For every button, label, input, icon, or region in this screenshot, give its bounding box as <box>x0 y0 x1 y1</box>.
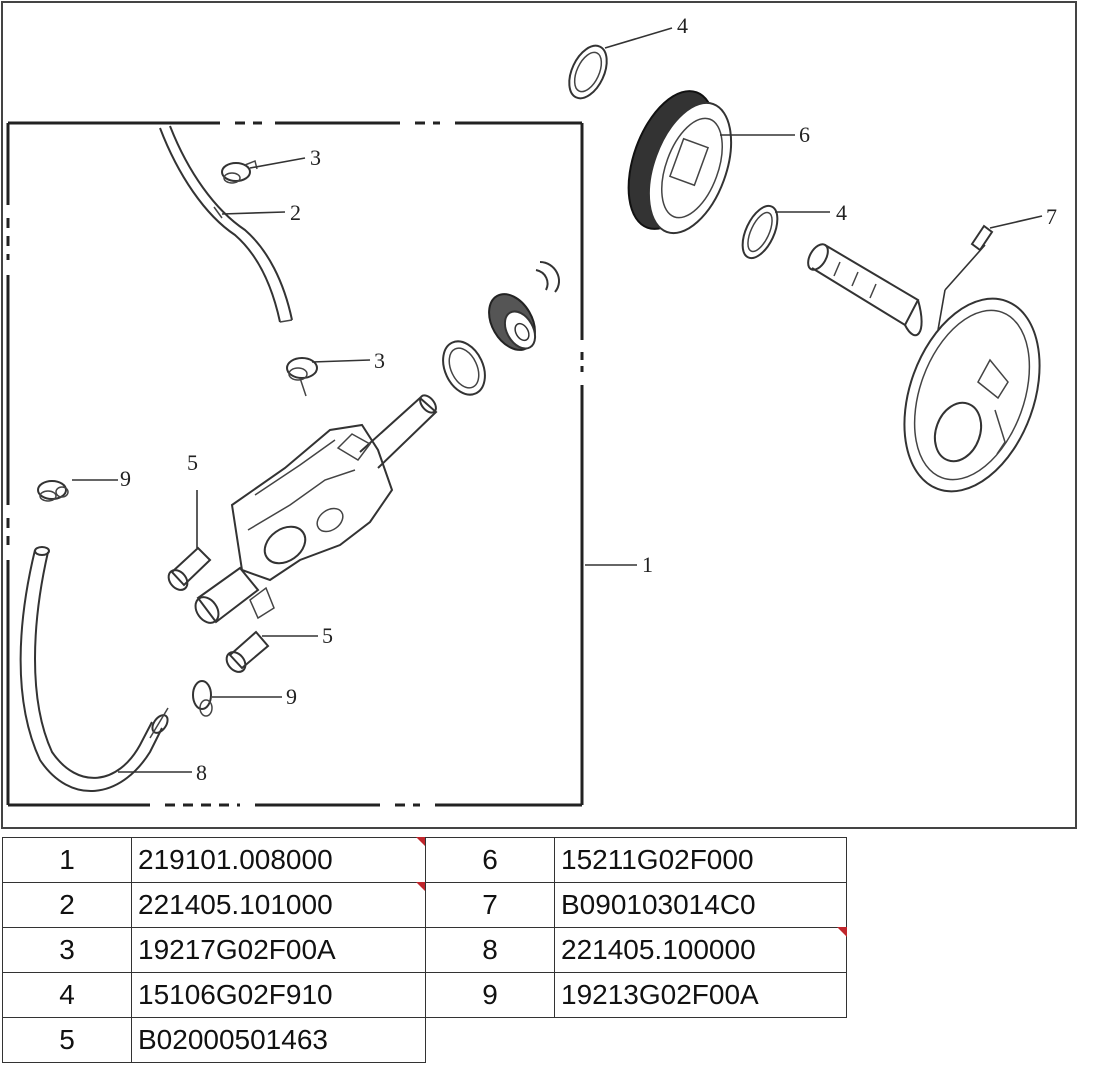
part-number-cell: 7 <box>425 882 555 928</box>
callout-4-upper: 4 <box>677 13 688 38</box>
outer-frame <box>1 1 1077 829</box>
part-ring-upper <box>568 44 608 100</box>
part-code-cell: 221405.101000 <box>131 882 426 928</box>
part-code-text: 221405.100000 <box>561 934 756 965</box>
part-circlip-small <box>535 261 560 293</box>
part-o-ring <box>442 340 486 396</box>
part-number-cell: 8 <box>425 927 555 973</box>
part-code-cell: 219101.008000 <box>131 837 426 883</box>
part-code-text: B02000501463 <box>138 1024 328 1055</box>
part-clamp-upper <box>221 159 258 184</box>
callout-2: 2 <box>290 200 301 225</box>
callout-9-upper: 9 <box>120 466 131 491</box>
part-code-cell: 15106G02F910 <box>131 972 426 1018</box>
callout-1: 1 <box>642 552 653 577</box>
part-code-cell: 15211G02F000 <box>554 837 847 883</box>
part-number-cell: 1 <box>2 837 132 883</box>
callout-7: 7 <box>1046 204 1057 229</box>
comment-flag-icon <box>416 837 426 847</box>
exploded-parts-diagram: 4 3 2 3 6 4 7 9 5 1 5 9 8 <box>1 1 1077 829</box>
callout-6: 6 <box>799 122 810 147</box>
part-code-cell: 221405.100000 <box>554 927 847 973</box>
part-large-gear <box>627 90 733 235</box>
part-code-text: 15106G02F910 <box>138 979 333 1010</box>
part-number-cell: 9 <box>425 972 555 1018</box>
callout-8: 8 <box>196 760 207 785</box>
part-bolt-lower <box>225 630 270 673</box>
callout-5-upper: 5 <box>187 450 198 475</box>
part-code-cell: B02000501463 <box>131 1017 426 1063</box>
part-number-cell: 4 <box>2 972 132 1018</box>
leader-lines <box>72 27 1043 773</box>
part-clamp-middle <box>286 357 318 397</box>
callout-4-lower: 4 <box>836 200 847 225</box>
part-code-cell: B090103014C0 <box>554 882 847 928</box>
part-clip-lower <box>192 680 213 717</box>
part-code-text: 15211G02F000 <box>561 844 754 875</box>
callout-5-lower: 5 <box>322 623 333 648</box>
callout-3-upper: 3 <box>310 145 321 170</box>
part-small-gear <box>488 293 537 351</box>
part-code-text: 219101.008000 <box>138 844 333 875</box>
part-pump-body <box>194 394 438 624</box>
part-code-text: 221405.101000 <box>138 889 333 920</box>
part-number-cell: 5 <box>2 1017 132 1063</box>
comment-flag-icon <box>416 882 426 892</box>
part-bolt-upper <box>167 546 212 591</box>
part-code-cell: 19213G02F00A <box>554 972 847 1018</box>
part-code-cell: 19217G02F00A <box>131 927 426 973</box>
part-code-text: 19217G02F00A <box>138 934 336 965</box>
part-number-cell: 3 <box>2 927 132 973</box>
part-ring-lower <box>741 204 779 260</box>
part-pin <box>970 224 994 252</box>
part-hose-upper <box>159 125 293 323</box>
part-hose-lower <box>19 546 169 793</box>
part-code-text: 19213G02F00A <box>561 979 759 1010</box>
callout-3-middle: 3 <box>374 348 385 373</box>
assembly-box <box>6 121 584 807</box>
part-number-cell: 6 <box>425 837 555 883</box>
part-code-text: B090103014C0 <box>561 889 756 920</box>
comment-flag-icon <box>837 927 847 937</box>
callout-9-lower: 9 <box>286 684 297 709</box>
part-number-cell: 2 <box>2 882 132 928</box>
part-clip-upper <box>37 480 69 502</box>
part-shaft-disc <box>807 243 1041 493</box>
